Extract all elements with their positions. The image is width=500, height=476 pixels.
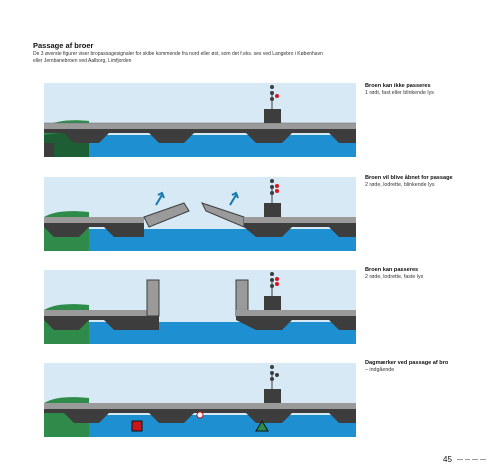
page-number: 45 <box>443 455 452 464</box>
scene-bridge-closed <box>44 83 356 157</box>
caption-panel-2: Broen vil blive åbnet for passage 2 røde… <box>365 175 485 189</box>
section-title: Passage af broer <box>33 41 94 50</box>
caption-text: – indgående <box>365 367 395 373</box>
caption-text: 1 rødt, fast eller blinkende lys <box>365 90 434 96</box>
caption-panel-3: Broen kan passeres 2 røde, lodrette, fas… <box>365 267 485 281</box>
caption-text: 2 røde, lodrette, faste lys <box>365 274 424 280</box>
footer-decoration <box>457 459 486 460</box>
caption-heading: Broen kan ikke passeres <box>365 83 431 89</box>
caption-heading: Broen kan passeres <box>365 267 419 273</box>
caption-panel-1: Broen kan ikke passeres 1 rødt, fast ell… <box>365 83 485 97</box>
caption-panel-4: Dagmærker ved passage af bro – indgående <box>365 360 485 374</box>
scene-bridge-opening <box>44 177 356 251</box>
scene-day-marks <box>44 363 356 437</box>
caption-heading: Broen vil blive åbnet for passage <box>365 175 453 181</box>
caption-text: 2 røde, lodrette, blinkende lys <box>365 182 435 188</box>
scene-bridge-open <box>44 270 356 344</box>
caption-heading: Dagmærker ved passage af bro <box>365 360 449 366</box>
intro-text: De 3 øverste figurer viser bropassagesig… <box>33 51 323 64</box>
